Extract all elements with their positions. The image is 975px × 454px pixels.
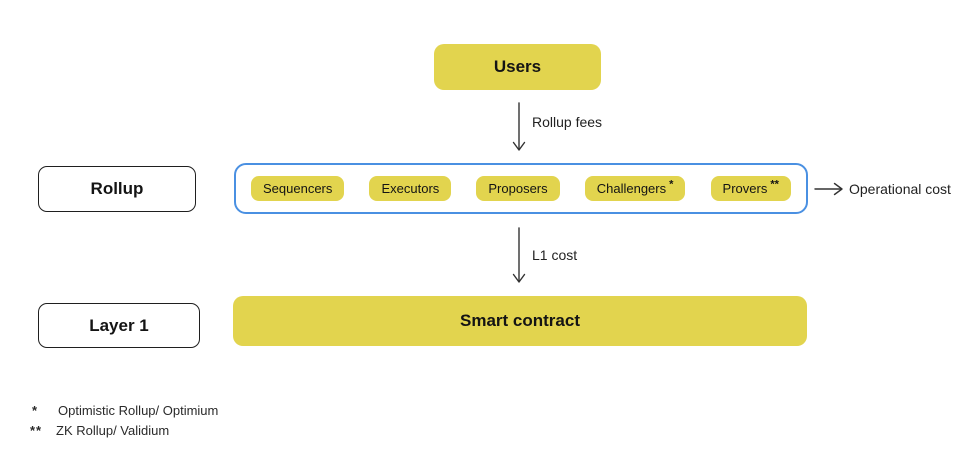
actor-chip-proposers: Proposers (476, 176, 560, 201)
actor-chip-executors: Executors (369, 176, 452, 201)
footnote-marker-double: ** (30, 423, 43, 438)
footnote-text: Optimistic Rollup/ Optimium (58, 403, 219, 418)
actor-chip-challengers: Challengers * (584, 176, 686, 201)
footnote-optimistic: * Optimistic Rollup/ Optimium (32, 403, 218, 418)
users-node: Users (434, 44, 601, 90)
footnote-text: ZK Rollup/ Validium (56, 423, 170, 438)
users-label: Users (493, 57, 542, 76)
rollup-row-label-box: Rollup (38, 166, 196, 212)
operational-cost-arrow (814, 182, 843, 196)
operational-cost-label: Operational cost (849, 181, 951, 197)
actor-chip-sequencers: Sequencers (251, 176, 345, 201)
rollup-actors-container: Sequencers Executors Proposers Challenge… (234, 163, 808, 214)
footnote-marker: * (666, 178, 674, 191)
actor-chip-provers: Provers ** (710, 176, 791, 201)
layer1-row-label-box: Layer 1 (38, 303, 200, 348)
footnote-marker: ** (767, 178, 779, 191)
l1-cost-label: L1 cost (532, 247, 578, 263)
smart-contract-label: Smart contract (460, 311, 580, 330)
footnote-zk: ** ZK Rollup/ Validium (30, 423, 169, 438)
rollup-fees-label: Rollup fees (532, 114, 603, 130)
rollup-label: Rollup (90, 179, 144, 198)
rollup-fees-arrow (512, 102, 526, 151)
smart-contract-node: Smart contract (233, 296, 807, 346)
l1-cost-arrow (512, 227, 526, 283)
footnote-marker-single: * (32, 403, 39, 418)
layer1-label: Layer 1 (89, 315, 149, 335)
